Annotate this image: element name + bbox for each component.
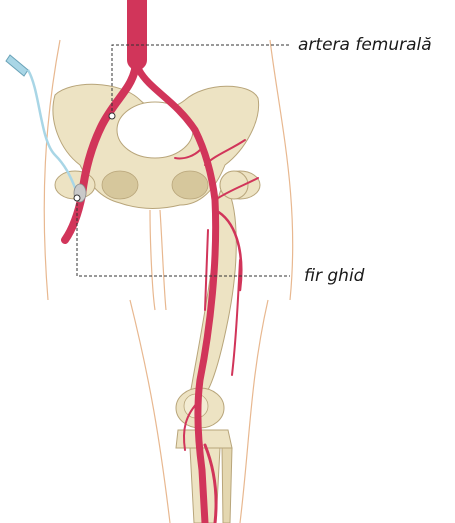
femoral-artery-label: artera femurală bbox=[298, 35, 432, 55]
femoral-artery-marker bbox=[109, 113, 115, 119]
guide-wire-marker bbox=[74, 195, 80, 201]
guide-wire-leader bbox=[77, 198, 290, 276]
guide-wire-label: fir ghid bbox=[304, 266, 364, 286]
